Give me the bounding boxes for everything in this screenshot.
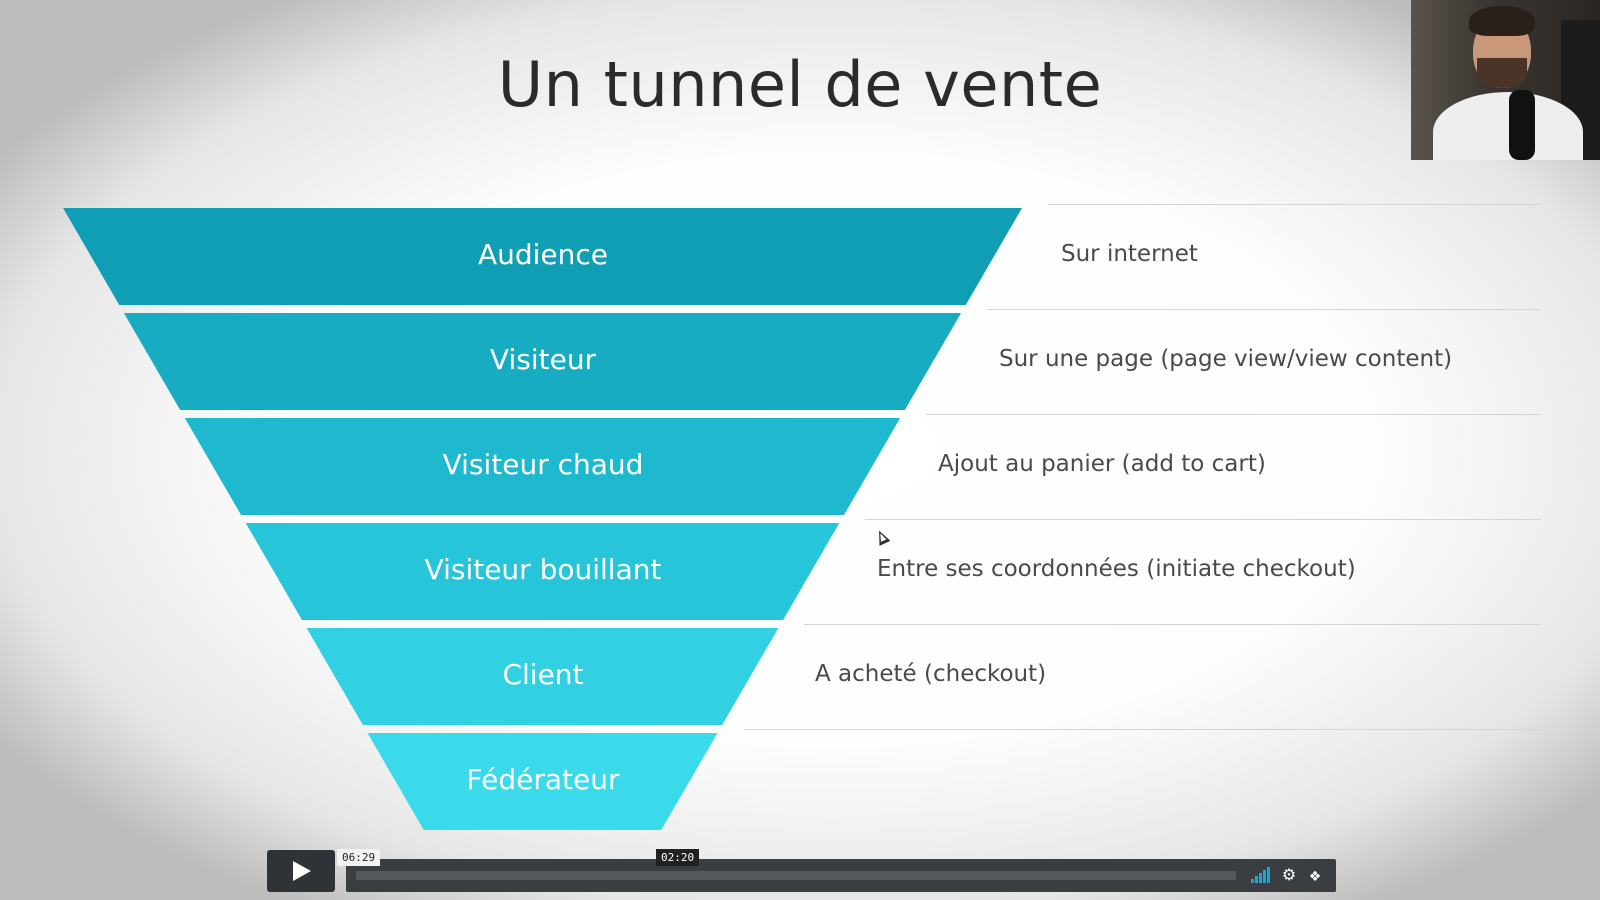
play-button[interactable]	[267, 850, 335, 892]
funnel-stage-0	[63, 208, 1022, 305]
funnel-stage-3	[245, 523, 840, 620]
funnel-stage-2	[184, 418, 901, 515]
stage-description: Ajout au panier (add to cart)	[938, 451, 1266, 477]
play-icon	[293, 861, 311, 881]
funnel-stage-label: Audience	[477, 238, 609, 271]
microphone	[1509, 90, 1535, 160]
row-separator	[865, 519, 1541, 520]
stage-description: A acheté (checkout)	[815, 661, 1047, 687]
row-separator	[804, 624, 1541, 625]
row-separator	[987, 309, 1541, 310]
stage-description: Sur une page (page view/view content)	[999, 346, 1453, 372]
stage-description: Entre ses coordonnées (initiate checkout…	[877, 556, 1356, 582]
stage-description: Sur internet	[1061, 241, 1198, 267]
fullscreen-icon[interactable]: ❖	[1308, 868, 1322, 884]
row-separator	[743, 729, 1541, 730]
funnel-stage-label: Visiteur bouillant	[424, 553, 662, 586]
funnel-stage-label: Visiteur	[489, 343, 597, 376]
volume-icon[interactable]	[1251, 867, 1270, 885]
presenter-hair	[1469, 6, 1535, 36]
slide-title: Un tunnel de vente	[497, 48, 1103, 121]
player-controls: ⚙ ❖	[346, 859, 1336, 892]
gear-icon[interactable]: ⚙	[1281, 867, 1297, 884]
row-separator	[926, 414, 1541, 415]
row-separator	[1048, 204, 1541, 205]
progress-bar[interactable]	[356, 871, 1236, 880]
webcam-overlay	[1411, 0, 1600, 160]
funnel-stage-label: Visiteur chaud	[442, 448, 644, 481]
funnel-stage-1	[123, 313, 962, 410]
funnel-stage-5	[367, 733, 718, 830]
presenter-beard	[1477, 58, 1527, 88]
funnel-stage-label: Fédérateur	[466, 763, 620, 796]
presenter-shirt	[1433, 92, 1583, 160]
funnel-stage-label: Client	[502, 658, 584, 691]
hover-time-tooltip: 02:20	[656, 849, 700, 866]
funnel-stage-4	[306, 628, 779, 725]
current-time: 06:29	[337, 849, 381, 866]
